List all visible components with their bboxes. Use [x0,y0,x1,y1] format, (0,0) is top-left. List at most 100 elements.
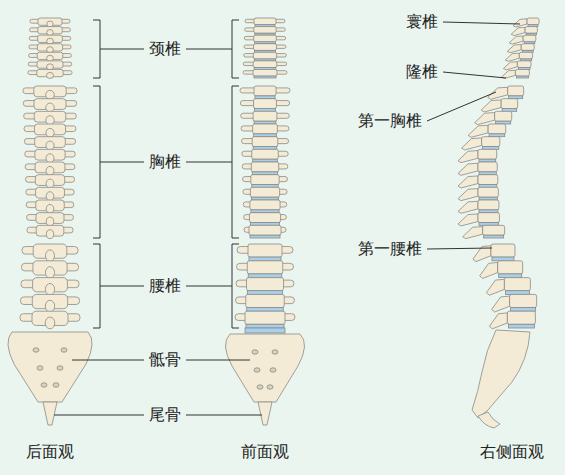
bone-shape [254,134,277,137]
bone-shape [248,244,282,257]
bone-shape [47,55,54,61]
bone-shape [46,250,55,262]
view-caption: 右侧面观 [480,442,544,461]
bone-shape [254,35,277,42]
bone-shape [478,200,499,210]
bone-shape [508,86,524,96]
bone-shape [270,368,276,372]
brackets [54,20,520,415]
bone-shape [251,210,279,213]
bone-shape [245,311,285,324]
bone-shape [248,274,282,278]
bone-shape [511,308,536,312]
bone-shape [258,402,272,425]
bone-shape [252,172,277,175]
part-label: 寰椎 [406,12,438,31]
bone-shape [250,235,280,238]
bone-shape [249,225,281,235]
bone-shape [502,109,517,112]
bone-shape [478,149,497,159]
bone-shape [253,52,276,59]
bone-shape [255,96,275,99]
part-label: 第一胸椎 [358,111,422,130]
bone-shape [247,261,283,274]
bone-shape [462,138,482,150]
part-label: 腰椎 [149,276,181,295]
bone-shape [254,368,260,372]
bone-shape [47,47,54,53]
bone-shape [47,38,54,44]
bone-shape [525,27,537,34]
part-label: 骶骨 [149,350,181,369]
bone-shape [517,61,531,68]
bone-shape [501,70,515,78]
bone-shape [41,383,47,387]
bone-shape [46,90,55,99]
bone-shape [61,348,67,352]
bone-shape [499,274,522,278]
bone-shape [47,30,54,36]
bone-shape [511,27,525,35]
bone-shape [254,121,276,124]
bone-shape [479,159,496,162]
bone-shape [509,36,523,44]
bone-shape [508,324,534,328]
bone-shape [37,366,43,370]
bone-shape [253,124,278,134]
bone-shape [253,111,277,121]
bone-shape [254,99,277,109]
bone-shape [498,261,523,274]
bone-shape [46,204,54,213]
bone-shape [479,210,498,213]
bone-shape [57,366,63,370]
bone-shape [46,217,53,226]
bone-shape [53,383,59,387]
part-label: 尾骨 [149,405,181,424]
bone-shape [253,69,277,76]
bone-shape [248,291,283,295]
bone-shape [250,223,279,226]
bone-shape [519,52,532,59]
bone-shape [463,227,483,239]
bone-shape [272,350,278,354]
bone-shape [503,62,517,70]
bone-shape [509,96,523,99]
bone-shape [458,176,478,188]
bone-shape [46,230,53,239]
bone-shape [492,296,510,312]
bone-shape [478,162,497,172]
bone-shape [253,147,277,150]
bone-shape [247,278,284,291]
bone-shape [479,197,497,200]
part-label: 颈椎 [149,39,181,58]
bone-shape [245,328,285,333]
bone-shape [507,311,535,324]
bone-shape [252,350,258,354]
bone-shape [478,175,498,185]
bone-shape [478,187,498,197]
bone-shape [458,189,478,201]
bone-shape [479,185,497,188]
bone-shape [252,149,279,159]
bone-shape [43,402,57,425]
bone-shape [255,109,276,112]
bone-shape [478,412,500,428]
part-label: 隆椎 [406,62,438,81]
bone-shape [250,187,279,197]
bone-shape [491,244,515,257]
bone-shape [486,279,504,295]
part-label: 胸椎 [149,152,181,171]
bone-shape [267,385,273,389]
bone-shape [484,235,504,238]
bone-shape [8,332,92,402]
bone-shape [247,308,284,312]
bone-shape [513,19,527,27]
bone-shape [46,72,53,78]
bone-shape [472,330,530,418]
bone-shape [246,294,285,307]
view-caption: 前面观 [241,442,289,461]
bone-shape [46,166,54,175]
bone-shape [505,291,529,295]
bone-shape [251,197,278,200]
